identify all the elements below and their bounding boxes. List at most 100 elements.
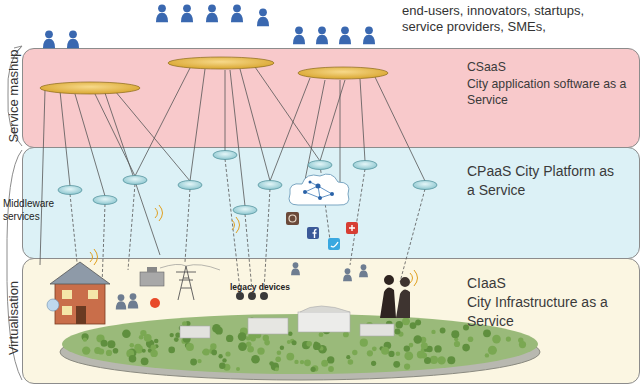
tree (485, 353, 489, 357)
tree (437, 356, 445, 364)
cloud-icon (289, 174, 349, 205)
tree (328, 366, 334, 372)
tree (440, 328, 446, 334)
layer-name: City application software as a Service (467, 76, 641, 109)
tree (82, 346, 90, 354)
side-label: Virtualisation (6, 281, 21, 355)
tree (130, 343, 135, 348)
label-box: Service mashup (6, 49, 22, 142)
tree (394, 329, 400, 335)
tree (402, 317, 410, 325)
tree (327, 356, 334, 363)
tree (106, 350, 112, 356)
power-pylon (160, 264, 220, 300)
tree (211, 350, 217, 356)
tree (518, 338, 523, 343)
tree (122, 329, 131, 338)
house-illustration (47, 262, 110, 324)
middleware-ellipses (58, 151, 437, 215)
tree (447, 356, 455, 364)
tree (280, 346, 284, 350)
layer-text-box: CIaaSCity Infrastructure as a Service (467, 274, 617, 331)
tree (98, 348, 104, 354)
application-ellipses (40, 57, 388, 94)
tree (288, 331, 293, 336)
tree (300, 360, 304, 364)
tree (218, 354, 222, 358)
tree (210, 343, 216, 349)
tree (141, 357, 149, 365)
tree (182, 321, 187, 326)
tree (236, 367, 240, 371)
tree (415, 320, 421, 326)
tree (319, 332, 324, 337)
tree (275, 367, 279, 371)
tree (277, 351, 282, 356)
device-label: legacy devices (230, 282, 290, 292)
tree (129, 355, 137, 363)
tree (107, 340, 115, 348)
tree (275, 356, 281, 362)
tree (222, 358, 226, 362)
tree (264, 340, 270, 346)
tree (225, 351, 230, 356)
tree (462, 344, 470, 352)
tree (134, 344, 141, 351)
tree (154, 339, 159, 344)
mashup-lines (40, 67, 425, 265)
tree (396, 321, 403, 328)
tree (343, 332, 349, 338)
tree (483, 329, 491, 337)
tree (393, 361, 400, 368)
tree (506, 337, 511, 342)
tree (372, 346, 377, 351)
tree (257, 347, 264, 354)
social-icons (286, 212, 358, 250)
tree (451, 330, 459, 338)
tree (314, 342, 318, 346)
tree (101, 340, 108, 347)
citizens (291, 262, 410, 318)
tree (404, 352, 413, 361)
label-box: Middleware services (3, 198, 65, 223)
tree (142, 349, 146, 353)
tree (381, 347, 389, 355)
tree (168, 347, 175, 354)
layer-text-box: CSaaSCity application software as a Serv… (467, 59, 641, 109)
label-box: Virtualisation (6, 281, 22, 355)
tree (170, 333, 174, 337)
tree (371, 361, 376, 366)
layer-name: CPaaS City Platform as a Service (467, 162, 617, 200)
tree (83, 337, 87, 341)
tree (304, 359, 311, 366)
tree (197, 359, 201, 363)
tree (150, 350, 157, 357)
tree (468, 336, 474, 342)
tree (313, 342, 321, 350)
tree (463, 325, 469, 331)
tree (417, 351, 425, 359)
legacy-device-dots (236, 292, 268, 300)
layer-acronym: CSaaS (467, 59, 641, 76)
audience-label: end-users, innovators, startups, service… (402, 3, 584, 34)
tree (151, 344, 157, 350)
tree (113, 348, 119, 354)
tree (306, 341, 312, 347)
tree (348, 359, 354, 365)
tree (247, 346, 254, 353)
tree (269, 361, 274, 366)
tree (190, 359, 197, 366)
layer-band: CSaaSCity application software as a Serv… (22, 48, 640, 148)
tree (215, 327, 223, 335)
layer-name: City Infrastructure as a Service (467, 293, 617, 331)
virtualisation-lines (70, 159, 425, 290)
tree (226, 335, 233, 342)
side-label: Service mashup (6, 49, 21, 142)
wireless-signals (90, 205, 418, 286)
equipment (140, 267, 164, 286)
label-box: legacy devices (230, 282, 310, 293)
tree (321, 360, 328, 367)
tree (388, 351, 394, 357)
tree (352, 350, 357, 355)
tree (396, 351, 401, 356)
